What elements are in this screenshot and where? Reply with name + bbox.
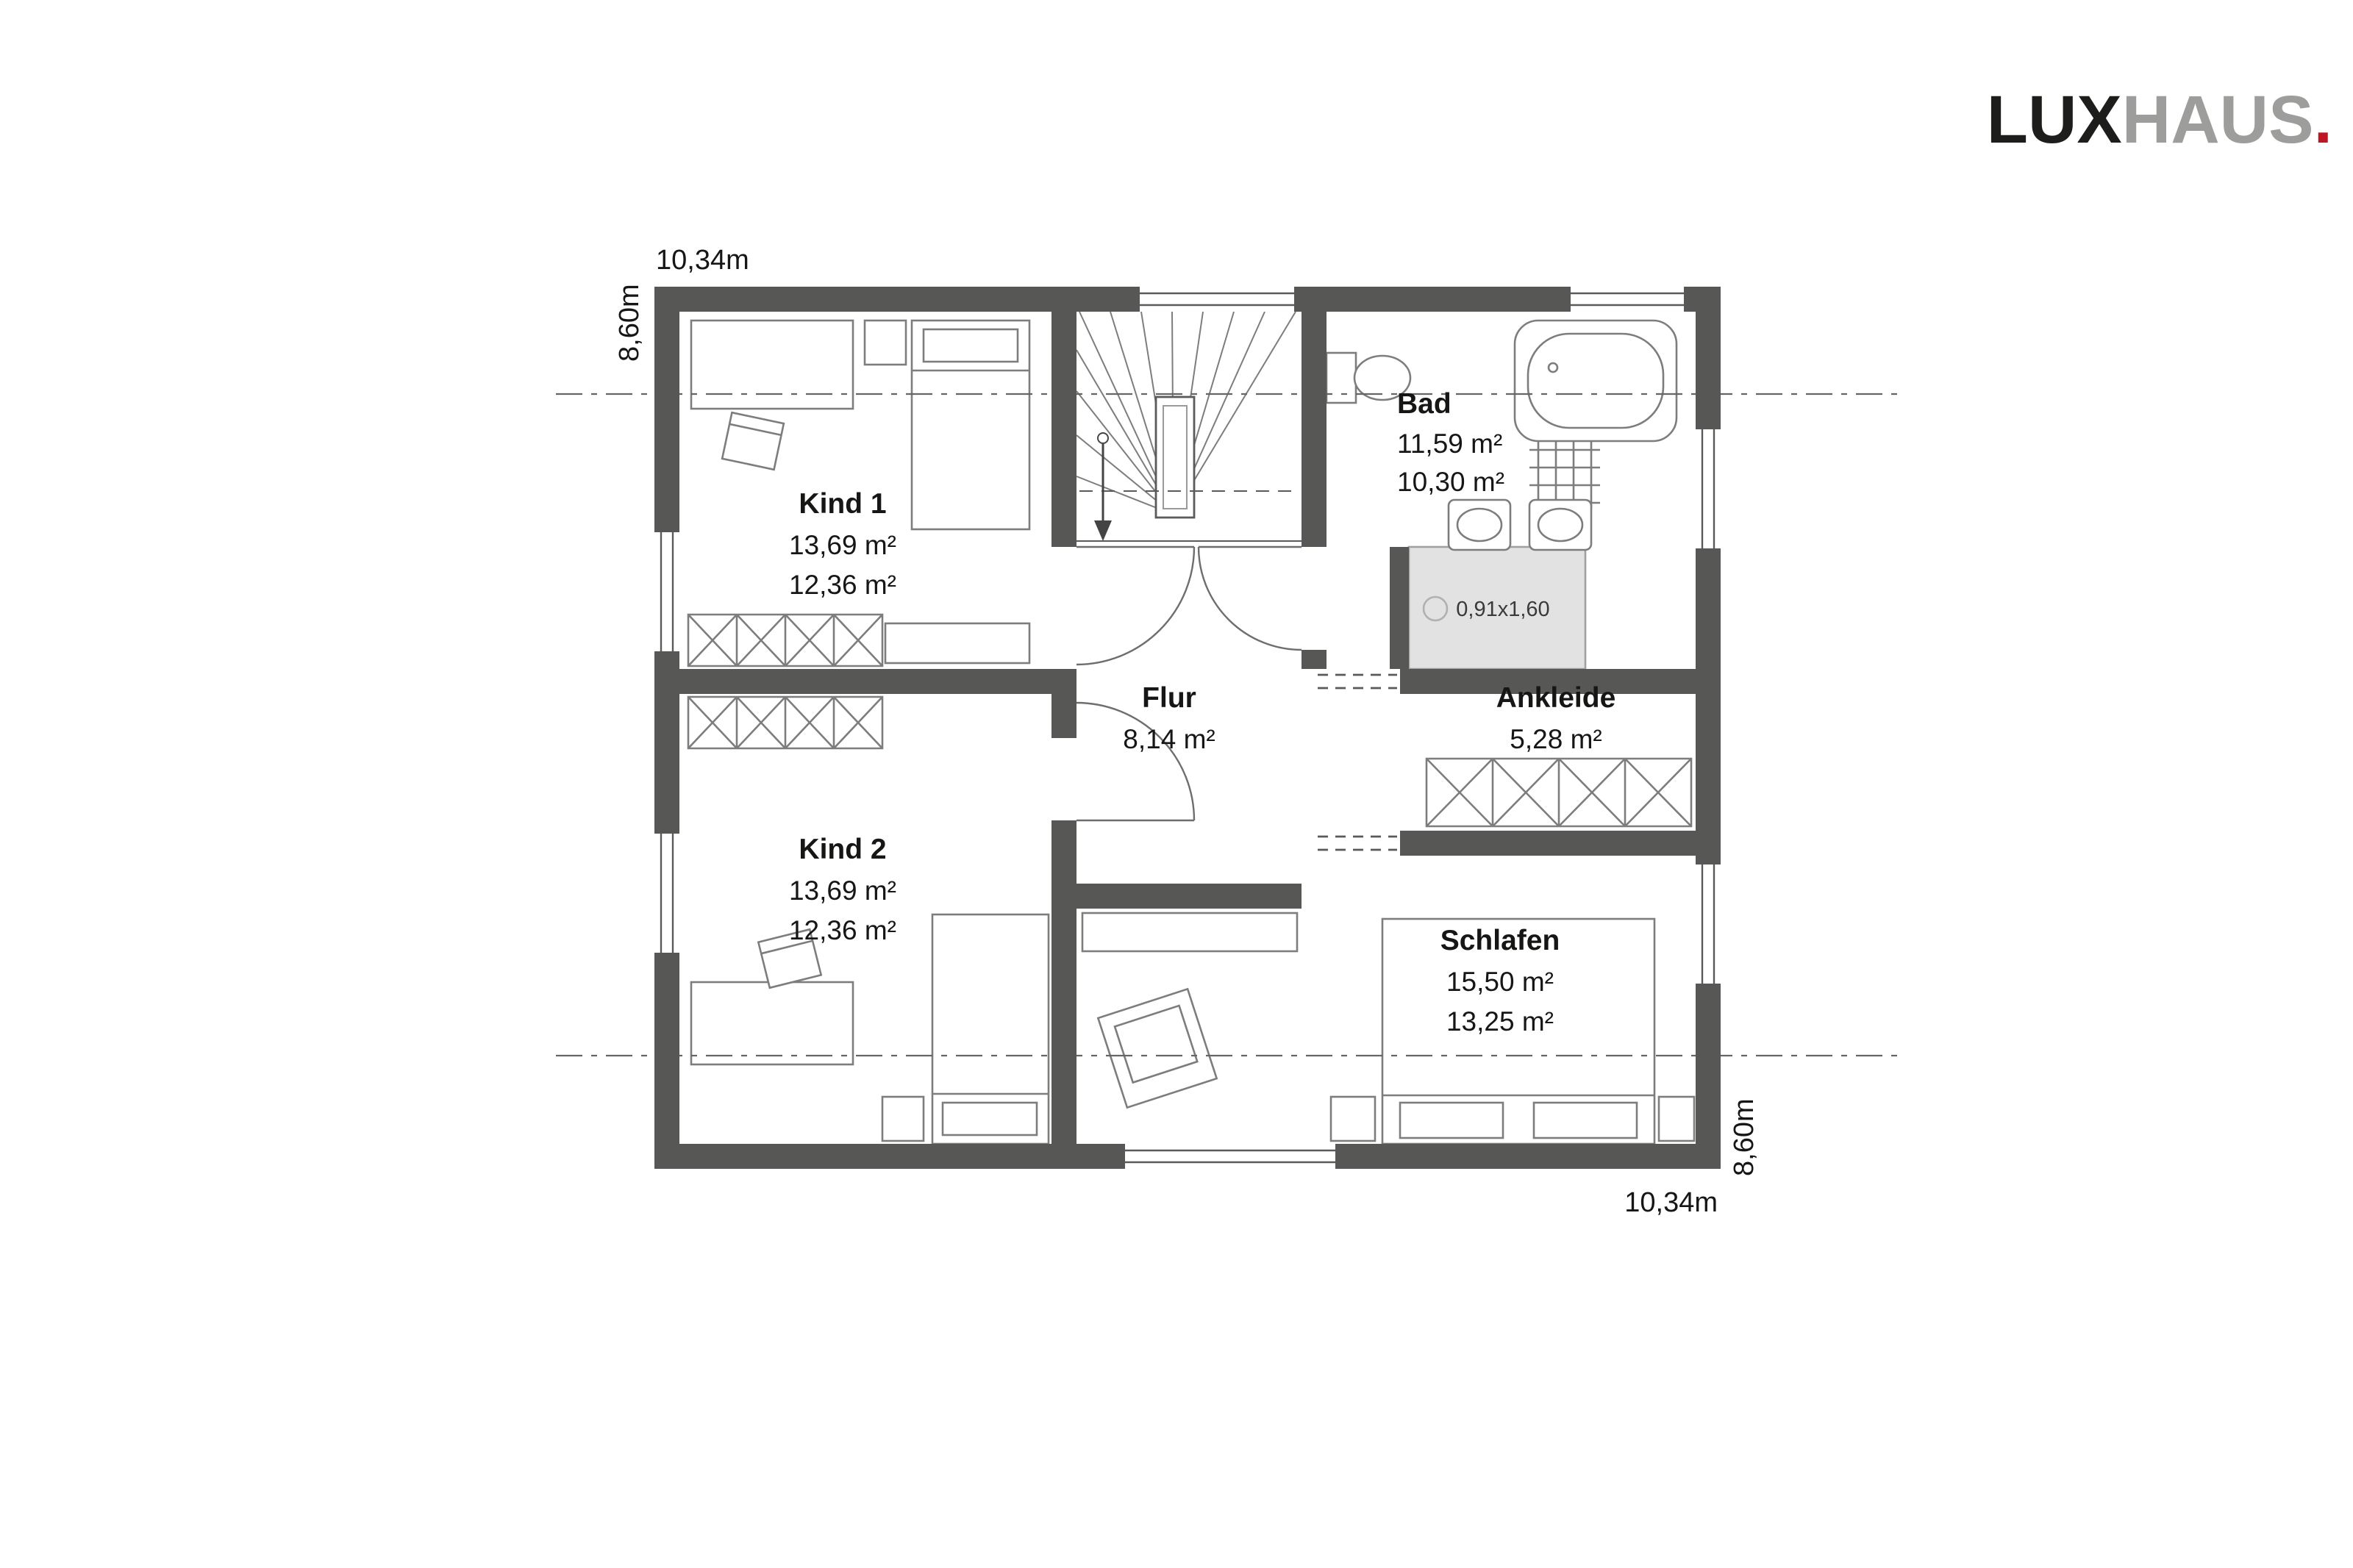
wall-left (654, 287, 679, 1169)
room-bad-area-net: 10,30 m² (1397, 467, 1504, 497)
room-kind2-name: Kind 2 (799, 834, 886, 865)
sink-icon (1447, 498, 1512, 551)
bed-icon (931, 913, 1050, 1145)
door-swings (1076, 545, 1302, 822)
chair-icon (721, 411, 785, 471)
dimension-labels: 10,34m 8,60m 8,60m 10,34m (614, 245, 1760, 1218)
wall-flur-schlafen (1076, 884, 1302, 909)
wall-kind1-kind2 (654, 669, 1076, 694)
wall-kind1-stairs (1051, 312, 1076, 547)
wall-kind2-schlafen (1051, 820, 1076, 1144)
window-bottom-schlafen (1125, 1144, 1335, 1169)
luxhaus-logo: LUXHAUS. (1987, 82, 2332, 157)
radiator-icon (1529, 441, 1600, 509)
nightstand-icon (881, 1095, 925, 1142)
bed-icon (910, 319, 1031, 531)
wall-shower (1390, 547, 1409, 669)
room-bad-name: Bad (1397, 388, 1452, 420)
dimension-top: 10,34m (656, 245, 749, 276)
room-bad-area-gross: 11,59 m² (1397, 429, 1502, 459)
armchair-icon (1096, 987, 1218, 1109)
windows (654, 287, 1721, 1169)
sideboard-icon (1081, 912, 1299, 953)
door-kind2 (1076, 701, 1196, 822)
wall-flur-bad-lower (1302, 650, 1327, 669)
window-right-schlafen (1696, 864, 1721, 984)
bathtub-icon (1513, 319, 1678, 443)
wardrobe-icon (1425, 757, 1693, 828)
door-kind1 (1076, 545, 1196, 666)
door-bad (1197, 545, 1302, 651)
room-schlafen-area-gross: 15,50 m² (1446, 967, 1554, 997)
stairs-direction-arrow (1094, 432, 1112, 541)
chair-icon (757, 928, 823, 989)
room-kind2-area-net: 12,36 m² (789, 915, 896, 945)
nightstand-icon (863, 319, 907, 366)
room-kind2-area-gross: 13,69 m² (789, 876, 896, 906)
window-left-kind1 (654, 532, 679, 651)
wardrobe-icon (687, 695, 884, 750)
stairs-icon (1076, 311, 1302, 542)
room-flur-area: 8,14 m² (1123, 724, 1215, 754)
logo-dot: . (2313, 82, 2332, 157)
room-schlafen-name: Schlafen (1440, 925, 1560, 956)
room-kind1-area-net: 12,36 m² (789, 570, 896, 600)
window-top-stairs (1140, 287, 1294, 312)
desk-icon (690, 981, 854, 1066)
wall-bad-ankleide (1400, 669, 1696, 694)
room-schlafen-area-net: 13,25 m² (1446, 1006, 1554, 1037)
nightstand-icon (1329, 1095, 1377, 1142)
desk-icon (690, 319, 854, 410)
shower-size-label: 0,91x1,60 (1456, 598, 1549, 621)
room-ankleide-area: 5,28 m² (1510, 724, 1602, 754)
wall-right (1696, 287, 1721, 1169)
dimension-bottom: 10,34m (1624, 1187, 1718, 1218)
window-left-kind2 (654, 834, 679, 953)
section-lines (556, 393, 1900, 1057)
dimension-right: 8,60m (1729, 1098, 1760, 1176)
nightstand-icon (1657, 1095, 1696, 1142)
window-top-bad (1571, 287, 1684, 312)
wardrobe-icon (687, 613, 1031, 667)
room-kind1-name: Kind 1 (799, 488, 886, 520)
dimension-left: 8,60m (614, 284, 645, 362)
room-kind1-area-gross: 13,69 m² (789, 530, 896, 560)
furniture-layer (687, 319, 1696, 1145)
wall-ankleide-schlafen (1400, 831, 1696, 856)
wall-stub (1051, 694, 1076, 738)
sink-icon (1528, 498, 1593, 551)
logo-haus: HAUS (2122, 82, 2314, 157)
double-bed-icon (1381, 917, 1656, 1145)
wall-flur-bad-upper (1302, 312, 1327, 547)
logo-lux: LUX (1987, 82, 2122, 157)
cased-openings (1318, 673, 1397, 851)
window-right-bad (1696, 429, 1721, 548)
room-flur-name: Flur (1142, 682, 1196, 714)
room-labels: Kind 1 13,69 m² 12,36 m² Kind 2 13,69 m²… (789, 388, 1615, 1037)
room-ankleide-name: Ankleide (1496, 682, 1616, 714)
